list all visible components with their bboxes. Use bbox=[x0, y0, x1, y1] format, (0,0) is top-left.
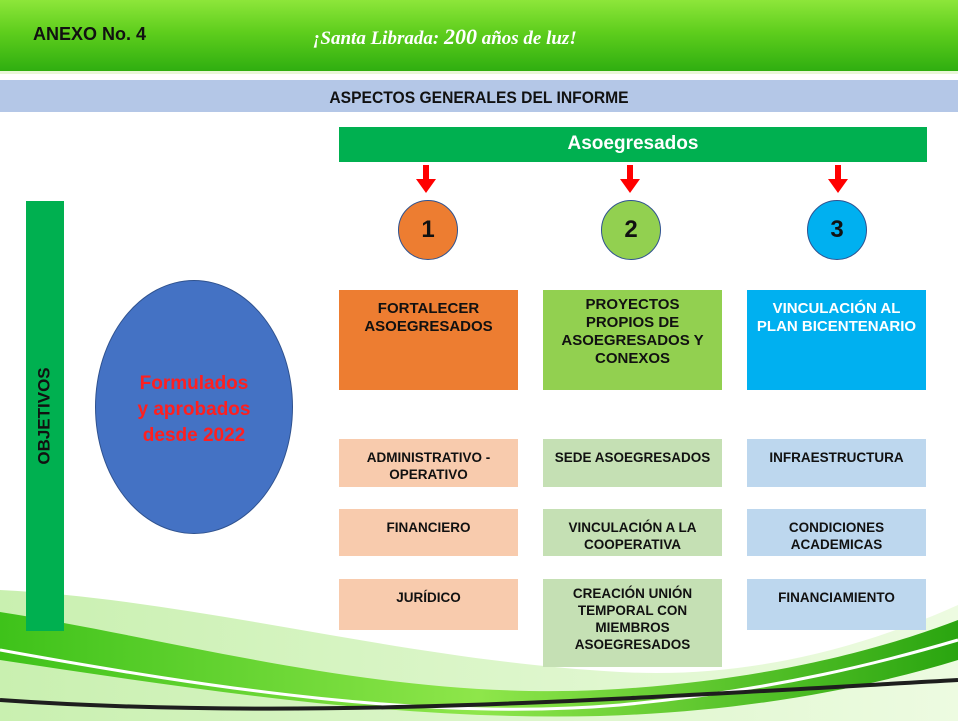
item-box: CONDICIONES ACADEMICAS bbox=[747, 509, 926, 556]
ellipse-line: Formulados bbox=[139, 373, 249, 394]
annex-label: ANEXO No. 4 bbox=[33, 24, 147, 44]
item-line: TEMPORAL CON bbox=[577, 603, 688, 618]
item-box: CREACIÓN UNIÓN TEMPORAL CON MIEMBROS ASO… bbox=[543, 579, 722, 667]
heading-line: ASOEGRESADOS Y bbox=[561, 332, 704, 349]
motto-open: ¡ bbox=[313, 28, 321, 49]
item-line: COOPERATIVA bbox=[583, 537, 681, 552]
item-line: ADMINISTRATIVO - bbox=[366, 450, 491, 465]
item-box: FINANCIERO bbox=[339, 509, 518, 556]
ellipse-line: desde 2022 bbox=[142, 425, 246, 446]
heading-line: PROYECTOS bbox=[585, 296, 680, 313]
item-line: MIEMBROS bbox=[595, 620, 670, 635]
motto-rest: años de luz bbox=[481, 28, 570, 49]
item-line: CREACIÓN UNIÓN bbox=[572, 586, 693, 601]
number-circle-2: 2 bbox=[601, 200, 661, 260]
org-bar bbox=[339, 127, 927, 162]
item-line: SEDE ASOEGRESADOS bbox=[554, 450, 711, 465]
heading-line: ASOEGRESADOS bbox=[364, 318, 493, 335]
item-box: INFRAESTRUCTURA bbox=[747, 439, 926, 487]
down-arrow-icon bbox=[416, 165, 436, 193]
heading-line: PLAN BICENTENARIO bbox=[756, 318, 917, 335]
item-line: OPERATIVO bbox=[389, 467, 468, 482]
down-arrow-icon bbox=[620, 165, 640, 193]
heading-line: PROPIOS DE bbox=[585, 314, 680, 331]
motto-close: ! bbox=[569, 28, 577, 49]
item-line: CONDICIONES bbox=[788, 520, 885, 535]
item-box: ADMINISTRATIVO - OPERATIVO bbox=[339, 439, 518, 487]
number-circle-1: 1 bbox=[398, 200, 458, 260]
section-title: ASPECTOS GENERALES DEL INFORME bbox=[329, 88, 629, 107]
item-box: SEDE ASOEGRESADOS bbox=[543, 439, 722, 487]
ellipse-line: y aprobados bbox=[137, 399, 251, 420]
heading-box-1: FORTALECER ASOEGRESADOS bbox=[339, 290, 518, 390]
ellipse-text: Formulados y aprobados desde 2022 bbox=[95, 371, 293, 449]
objectives-bar bbox=[26, 201, 64, 631]
item-line: FINANCIAMIENTO bbox=[778, 590, 895, 605]
heading-line: VINCULACIÓN AL bbox=[772, 300, 901, 317]
objectives-ellipse bbox=[95, 280, 293, 534]
motto-text: ¡Santa Librada: 200 años de luz! bbox=[313, 24, 577, 50]
down-arrow-icon bbox=[828, 165, 848, 193]
header-divider bbox=[0, 71, 958, 74]
number-circle-3: 3 bbox=[807, 200, 867, 260]
objectives-label-wrap: OBJETIVOS bbox=[26, 201, 64, 631]
heading-line: CONEXOS bbox=[594, 350, 670, 367]
item-line: JURÍDICO bbox=[396, 590, 461, 605]
section-bar bbox=[0, 80, 958, 112]
item-box: VINCULACIÓN A LA COOPERATIVA bbox=[543, 509, 722, 556]
heading-box-3: VINCULACIÓN AL PLAN BICENTENARIO bbox=[747, 290, 926, 390]
objectives-label: OBJETIVOS bbox=[35, 367, 54, 465]
heading-line: FORTALECER bbox=[377, 300, 480, 317]
item-box: JURÍDICO bbox=[339, 579, 518, 630]
item-line: INFRAESTRUCTURA bbox=[769, 450, 904, 465]
item-line: FINANCIERO bbox=[386, 520, 471, 535]
header-bar bbox=[0, 0, 958, 71]
item-line: ACADEMICAS bbox=[790, 537, 883, 552]
org-title: Asoegresados bbox=[567, 133, 699, 154]
motto-name: Santa Librada: bbox=[320, 28, 440, 49]
item-line: ASOEGRESADOS bbox=[574, 637, 691, 652]
item-line: VINCULACIÓN A LA bbox=[568, 520, 697, 535]
motto-number: 200 bbox=[443, 24, 477, 49]
heading-box-2: PROYECTOS PROPIOS DE ASOEGRESADOS Y CONE… bbox=[543, 290, 722, 390]
item-box: FINANCIAMIENTO bbox=[747, 579, 926, 630]
